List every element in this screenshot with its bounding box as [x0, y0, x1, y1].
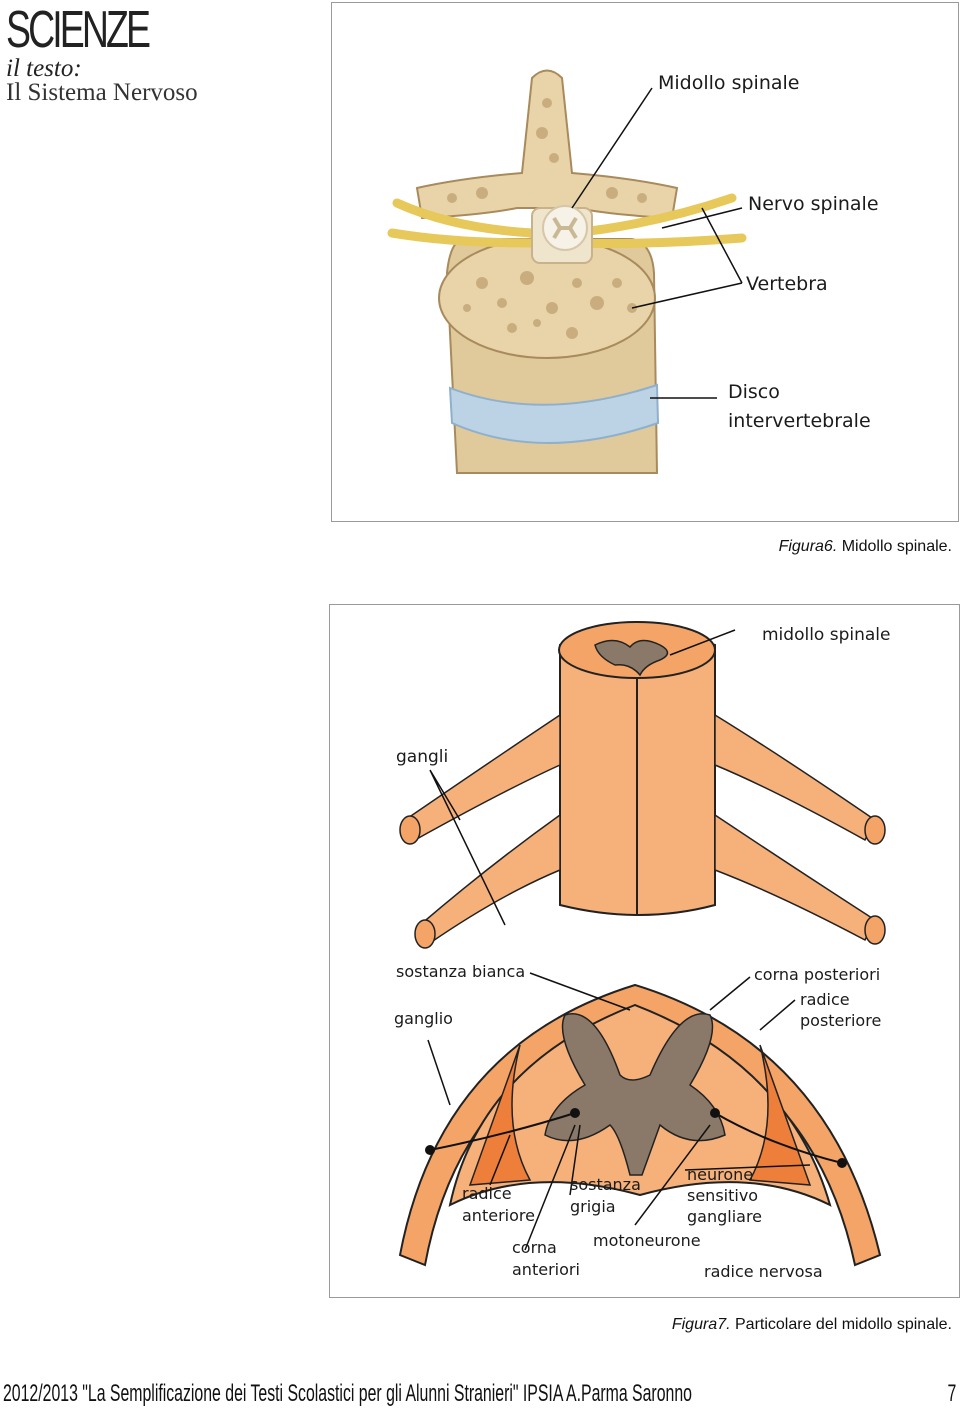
vertebral-arch	[415, 69, 679, 220]
label-disco: Disco	[728, 381, 780, 403]
label-sostanza-grigia-2: grigia	[570, 1197, 616, 1216]
ganglion-left	[468, 1044, 532, 1186]
label-sostanza-grigia-1: sostanza	[570, 1175, 641, 1194]
figure7-caption-number: Figura7.	[671, 1316, 731, 1333]
label-radice-anteriore-1: radice	[462, 1184, 512, 1203]
footer-text: 2012/2013 "La Semplificazione dei Testi …	[3, 1380, 692, 1407]
label-radice-anteriore-2: anteriore	[462, 1206, 535, 1225]
label-motoneurone: motoneurone	[593, 1231, 701, 1250]
label-neurone-2: sensitivo	[687, 1186, 758, 1205]
figure6-caption-text: Midollo spinale.	[837, 538, 952, 555]
label-midollo-spinale-2: midollo spinale	[762, 625, 890, 645]
label-neurone-1: neurone	[687, 1165, 753, 1184]
figure7-frame: midollo spinale gangli sostanza bianca g…	[329, 604, 960, 1298]
figure7-illustration: midollo spinale gangli sostanza bianca g…	[394, 621, 890, 1281]
figure7-caption-text: Particolare del midollo spinale.	[730, 1316, 952, 1333]
label-neurone-3: gangliare	[687, 1207, 762, 1226]
figure6-caption-number: Figura6.	[778, 538, 838, 555]
label-ganglio: ganglio	[394, 1009, 453, 1028]
subject-title: SCIENZE	[6, 1, 151, 59]
label-sostanza-bianca: sostanza bianca	[396, 962, 525, 981]
label-gangli: gangli	[396, 747, 448, 767]
label-intervertebrale: intervertebrale	[728, 410, 871, 432]
label-midollo-spinale: Midollo spinale	[658, 72, 799, 94]
figure6-frame: Midollo spinale Nervo spinale Vertebra D…	[331, 2, 959, 522]
figure7-caption: Figura7. Particolare del midollo spinale…	[672, 1316, 952, 1334]
figure6-illustration: Midollo spinale Nervo spinale Vertebra D…	[387, 69, 879, 474]
label-radice-nervosa: radice nervosa	[704, 1262, 823, 1281]
label-vertebra: Vertebra	[746, 273, 828, 295]
header-topic: Il Sistema Nervoso	[6, 79, 198, 106]
label-radice-posteriore-2: posteriore	[800, 1011, 881, 1030]
page-number: 7	[947, 1380, 956, 1407]
header-subtitle: il testo:	[6, 55, 82, 82]
label-corna-posteriori: corna posteriori	[754, 965, 880, 984]
intervertebral-disc	[448, 383, 660, 444]
label-corna-anteriori-2: anteriori	[512, 1260, 580, 1279]
figure6-caption: Figura6. Midollo spinale.	[779, 538, 952, 556]
label-nervo-spinale: Nervo spinale	[748, 193, 879, 215]
label-corna-anteriori-1: corna	[512, 1238, 557, 1257]
spinal-nerve-left	[387, 198, 537, 248]
label-radice-posteriore-1: radice	[800, 990, 850, 1009]
